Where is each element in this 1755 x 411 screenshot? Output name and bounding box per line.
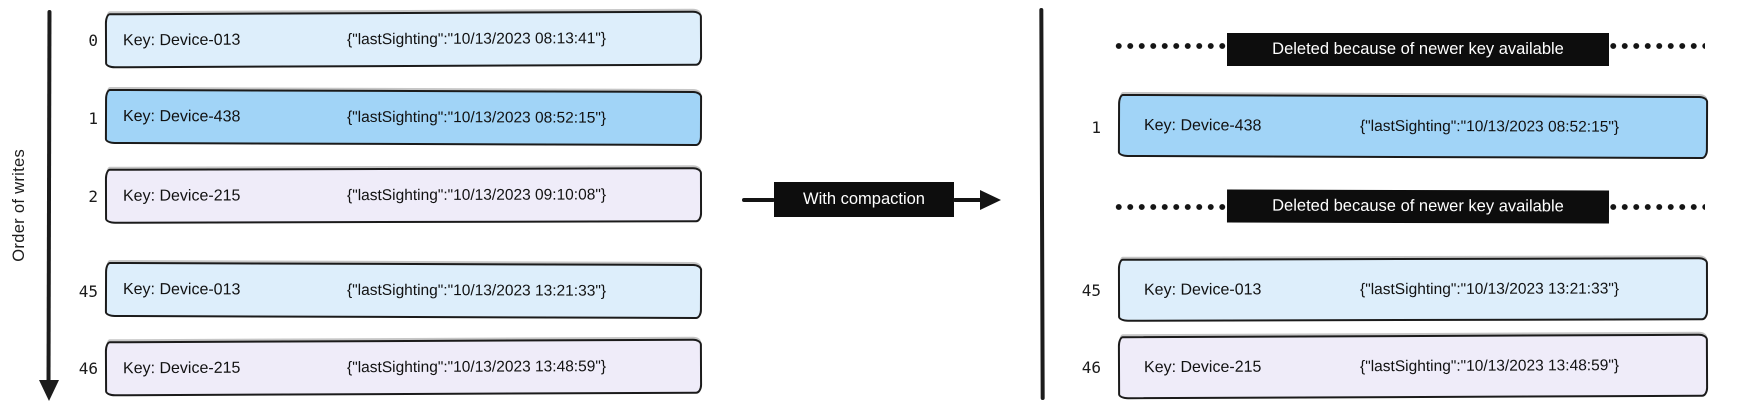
compaction-arrow-shaft — [742, 198, 775, 202]
record-key: Key: Device-215 — [122, 359, 241, 377]
record-value: {"lastSighting":"10/13/2023 13:48:59"} — [346, 357, 607, 376]
log-record: Key: Device-215 {"lastSighting":"10/13/2… — [104, 338, 703, 397]
record-key: Key: Device-013 — [122, 280, 241, 298]
write-index: 2 — [88, 187, 98, 206]
axis-label: Order of writes — [9, 149, 28, 262]
write-index: 45 — [1081, 281, 1101, 300]
record-key: Key: Device-438 — [122, 107, 241, 125]
log-record: Key: Device-013 {"lastSighting":"10/13/2… — [104, 261, 703, 320]
record-value: {"lastSighting":"10/13/2023 13:48:59"} — [1359, 356, 1620, 375]
record-value: {"lastSighting":"10/13/2023 08:52:15"} — [1359, 117, 1620, 136]
record-key: Key: Device-438 — [1143, 116, 1262, 134]
write-index: 1 — [1091, 118, 1101, 137]
write-index: 46 — [1081, 358, 1101, 377]
write-index: 46 — [78, 359, 98, 378]
write-index: 1 — [88, 109, 98, 128]
order-of-writes-axis: Order of writes — [2, 0, 36, 411]
axis-arrowhead-icon — [39, 380, 59, 401]
record-key: Key: Device-013 — [1143, 280, 1262, 299]
log-record: Key: Device-438 {"lastSighting":"10/13/2… — [1117, 93, 1709, 160]
compaction-arrow-shaft — [953, 198, 982, 202]
record-key: Key: Device-215 — [122, 186, 241, 205]
record-value: {"lastSighting":"10/13/2023 13:21:33"} — [1359, 279, 1620, 298]
log-record: Key: Device-013 {"lastSighting":"10/13/2… — [104, 10, 703, 69]
record-key: Key: Device-215 — [1143, 358, 1262, 376]
record-value: {"lastSighting":"10/13/2023 13:21:33"} — [346, 281, 607, 300]
record-value: {"lastSighting":"10/13/2023 08:13:41"} — [346, 29, 607, 48]
record-value: {"lastSighting":"10/13/2023 09:10:08"} — [346, 185, 607, 204]
log-record: Key: Device-013 {"lastSighting":"10/13/2… — [1117, 257, 1709, 322]
write-index: 0 — [88, 31, 98, 50]
compaction-arrow-label: With compaction — [774, 182, 954, 217]
compaction-arrowhead-icon — [980, 189, 1001, 210]
deleted-record-label: Deleted because of newer key available — [1227, 33, 1609, 66]
write-index: 45 — [78, 282, 98, 301]
deleted-record-label: Deleted because of newer key available — [1226, 189, 1610, 224]
log-record: Key: Device-215 {"lastSighting":"10/13/2… — [104, 167, 703, 224]
log-record: Key: Device-215 {"lastSighting":"10/13/2… — [1117, 333, 1709, 400]
record-key: Key: Device-013 — [122, 31, 241, 49]
log-record: Key: Device-438 {"lastSighting":"10/13/2… — [104, 88, 703, 147]
axis-arrow-line — [46, 9, 52, 383]
compacted-log-divider — [1039, 7, 1045, 401]
record-value: {"lastSighting":"10/13/2023 08:52:15"} — [346, 108, 607, 127]
